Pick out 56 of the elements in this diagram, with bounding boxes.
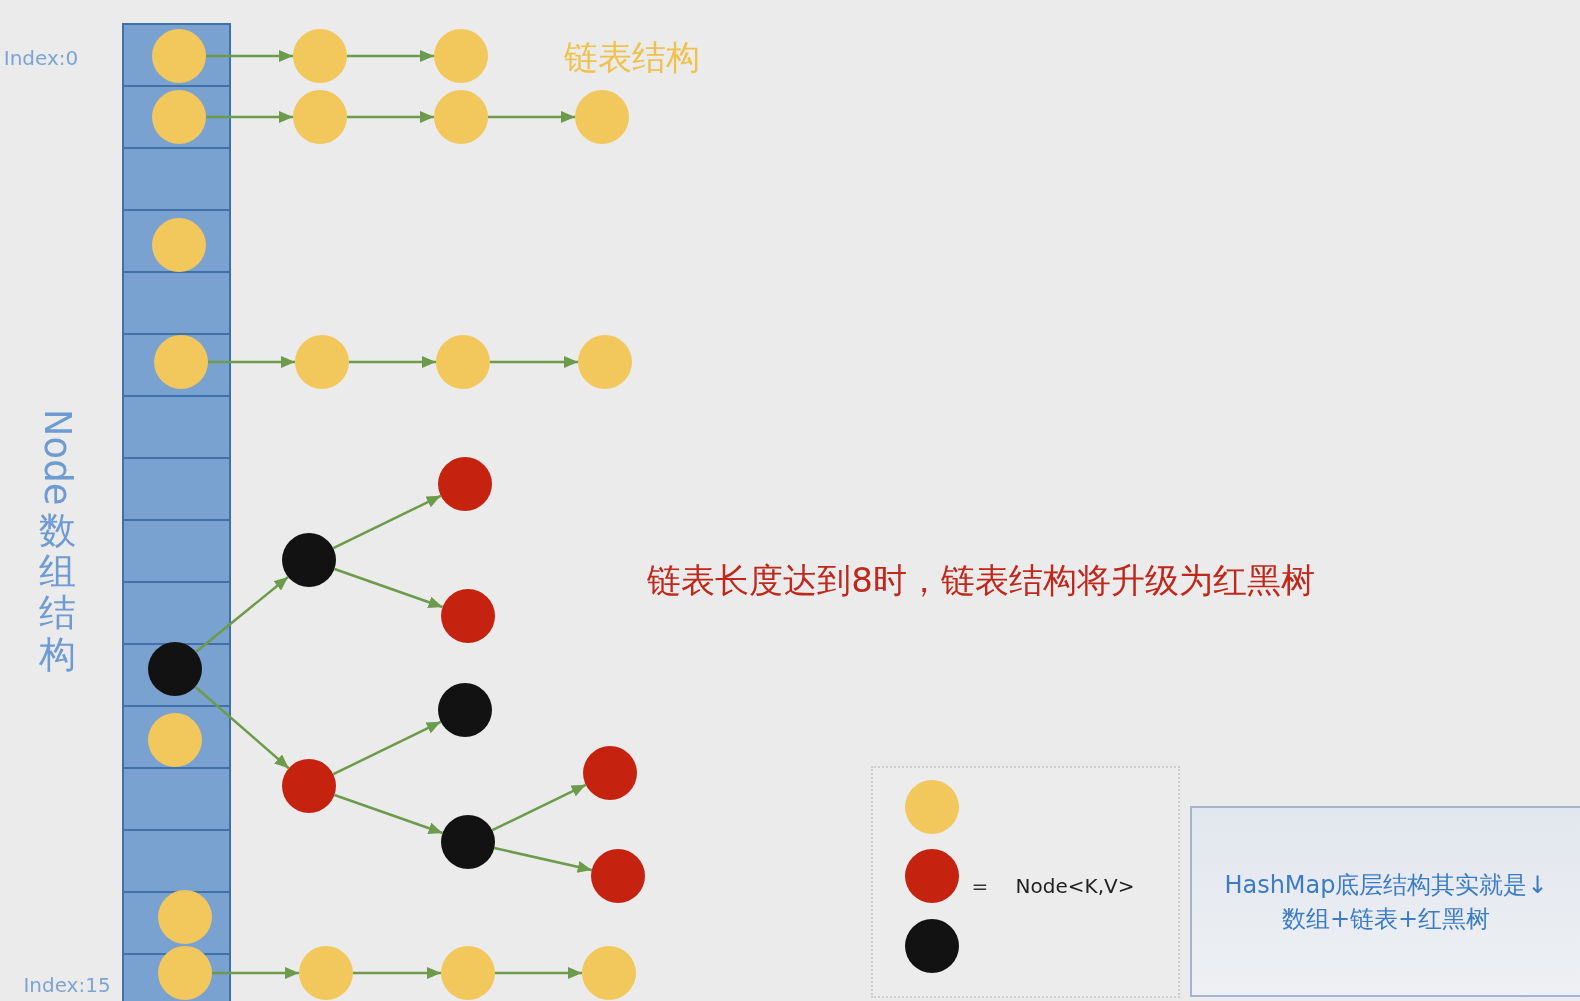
arrow — [490, 356, 578, 368]
node-circle — [282, 759, 336, 813]
index-label: Index:0 — [3, 46, 79, 70]
node-circle — [299, 946, 353, 1000]
equals-sign: = — [971, 874, 989, 898]
node-circle — [583, 746, 637, 800]
node-circle — [438, 457, 492, 511]
arrow — [206, 111, 293, 123]
arrow — [332, 720, 442, 776]
note-text: HashMap底层结构其实就是↓数组+链表+红黑树 — [1223, 869, 1549, 935]
node-circle — [293, 90, 347, 144]
arrow — [494, 846, 592, 873]
node-circle — [148, 713, 202, 767]
node-circle — [158, 946, 212, 1000]
arrow — [347, 50, 434, 62]
arrow — [195, 576, 289, 653]
node-circle — [441, 589, 495, 643]
node-circle — [152, 218, 206, 272]
arrow — [206, 50, 293, 62]
node-circle — [436, 335, 490, 389]
array-label: Node数组结构 — [38, 408, 76, 676]
node-circle — [148, 642, 202, 696]
node-circle — [434, 90, 488, 144]
node-circle — [441, 946, 495, 1000]
node-circle — [295, 335, 349, 389]
node-circle — [441, 815, 495, 869]
node-circle — [575, 90, 629, 144]
arrow — [491, 783, 587, 832]
section-title: 链表结构 — [564, 38, 700, 78]
info-box — [1190, 806, 1580, 997]
node-circle — [152, 29, 206, 83]
arrow — [194, 685, 290, 770]
node-circle — [582, 946, 636, 1000]
arrow — [347, 111, 434, 123]
arrow — [212, 967, 299, 979]
node-circle — [578, 335, 632, 389]
arrow — [349, 356, 436, 368]
note-text: 链表长度达到8时，链表结构将升级为红黑树 — [647, 561, 1315, 601]
legend-label: Node<K,V> — [1015, 874, 1135, 898]
node-circle — [154, 335, 208, 389]
array-column — [122, 23, 231, 1001]
arrow — [334, 567, 443, 609]
node-circle — [591, 849, 645, 903]
arrow — [353, 967, 441, 979]
arrow — [208, 356, 295, 368]
node-circle — [434, 29, 488, 83]
node-circle — [282, 533, 336, 587]
arrow — [334, 793, 443, 835]
arrow — [495, 967, 582, 979]
index-label: Index:15 — [23, 973, 111, 997]
arrow — [332, 494, 442, 550]
node-circle — [158, 890, 212, 944]
node-circle — [438, 683, 492, 737]
node-circle — [152, 90, 206, 144]
node-circle — [293, 29, 347, 83]
arrow — [488, 111, 575, 123]
